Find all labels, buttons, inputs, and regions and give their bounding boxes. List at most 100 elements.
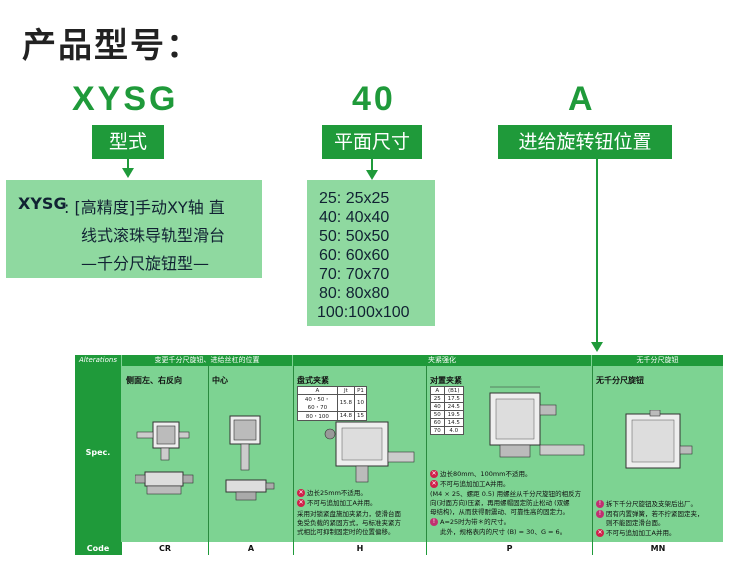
h-table-cell: 14.8 bbox=[336, 411, 356, 421]
size-arrow-line bbox=[371, 159, 373, 171]
position-arrow-line bbox=[596, 159, 598, 344]
p-table-header: (B1) bbox=[443, 386, 465, 395]
group-header-clamp: 夹紧强化 bbox=[293, 355, 591, 366]
mn-note: 则不能固定滑台面。 bbox=[606, 519, 665, 527]
mn-note: !拆下千分尺旋钮及支架后出厂。 bbox=[596, 500, 697, 509]
page-title: 产品型号： bbox=[22, 26, 202, 66]
h-note: 免受负载的紧固方式，与标准夹紧方 bbox=[297, 519, 401, 527]
h-table-cell: 15.8 bbox=[336, 394, 356, 412]
p-table-cell: 40 bbox=[430, 402, 445, 411]
p-note: ✕不可与追加加工A并用。 bbox=[430, 480, 509, 489]
size-item: 60: 60x60 bbox=[319, 247, 390, 264]
col-divider bbox=[208, 366, 209, 542]
h-note: 式相比可抑制固定时的位置偏移。 bbox=[297, 528, 395, 536]
code-a: A bbox=[209, 542, 293, 555]
alterations-header: Alterations bbox=[75, 355, 121, 366]
h-note: 采用对锁紧盘施加夹紧力，使滑台面 bbox=[297, 510, 401, 518]
col-divider bbox=[592, 366, 593, 542]
code-label: Code bbox=[86, 544, 110, 553]
type-desc-line-2: 线式滚珠导轨型滑台 bbox=[81, 226, 226, 245]
h-table-header: A bbox=[297, 386, 338, 395]
type-desc-line-3: —千分尺旋钮型— bbox=[81, 254, 210, 273]
mn-stage-illustration bbox=[625, 410, 693, 469]
p-table-cell: 4.0 bbox=[443, 426, 465, 435]
col-divider bbox=[426, 366, 427, 542]
spec-label: Spec. bbox=[85, 448, 111, 457]
p-note-text: A=25时为带＊的尺寸。 bbox=[440, 518, 511, 526]
col-divider bbox=[293, 366, 294, 542]
size-item: 50: 50x50 bbox=[319, 228, 390, 245]
p-table-header: A bbox=[430, 386, 445, 395]
p-note: !A=25时为带＊的尺寸。 bbox=[430, 518, 510, 527]
a-stage-illustration bbox=[225, 415, 275, 501]
p-note: 母结构)，从而获得耐震动、可靠性高的固定力。 bbox=[430, 508, 570, 516]
mn-note-text: 不可与追加加工A并用。 bbox=[606, 529, 676, 537]
h-note-text: 不可与追加加工A并用。 bbox=[307, 499, 377, 507]
code-p: P bbox=[427, 542, 592, 555]
col-title-p: 对置夹紧 bbox=[430, 376, 462, 385]
prohibited-icon: ✕ bbox=[297, 499, 305, 507]
size-item: 100:100x100 bbox=[317, 304, 410, 321]
prohibited-icon: ✕ bbox=[297, 489, 305, 497]
h-clamp-illustration bbox=[324, 421, 415, 483]
col-title-h: 盘式夹紧 bbox=[297, 376, 329, 385]
p-note: 向(对面方向)压紧，再用螺帽固定防止松动 (双螺 bbox=[430, 499, 570, 507]
prohibited-icon: ✕ bbox=[430, 470, 438, 478]
code-cr: CR bbox=[122, 542, 208, 555]
h-note: ✕边长25mm不适用。 bbox=[297, 489, 367, 498]
size-arrow-head bbox=[366, 170, 378, 180]
p-table-cell: 25 bbox=[430, 394, 445, 403]
caution-icon: ! bbox=[596, 510, 604, 518]
caution-icon: ! bbox=[430, 518, 438, 526]
knob-position-label: 进给旋转钮位置 bbox=[498, 125, 672, 159]
p-note-text: 边长80mm、100mm不适用。 bbox=[440, 470, 532, 478]
p-table-cell: 24.5 bbox=[443, 402, 465, 411]
caution-icon: ! bbox=[596, 500, 604, 508]
p-clamp-illustration bbox=[489, 386, 585, 458]
h-table-cell: 15 bbox=[354, 411, 367, 421]
col-title-a: 中心 bbox=[212, 376, 228, 385]
size-item: 70: 70x70 bbox=[319, 266, 390, 283]
p-table-cell: 50 bbox=[430, 410, 445, 419]
type-arrow-line bbox=[127, 159, 129, 169]
h-note: ✕不可与追加加工A并用。 bbox=[297, 499, 376, 508]
group-header-reposition: 变更千分尺旋钮、进给丝杠的位置 bbox=[122, 355, 292, 366]
code-h: H bbox=[294, 542, 426, 555]
h-table-header: P1 bbox=[354, 386, 367, 395]
type-description-box: XYSG : [高精度]手动XY轴 直 线式滚珠导轨型滑台 —千分尺旋钮型— bbox=[6, 180, 262, 278]
code-mn: MN bbox=[593, 542, 723, 555]
series-code: XYSG bbox=[72, 80, 179, 118]
size-item: 40: 40x40 bbox=[319, 209, 390, 226]
h-note-text: 边长25mm不适用。 bbox=[307, 489, 367, 497]
mn-note: ✕不可与追加加工A并用。 bbox=[596, 529, 675, 538]
p-note: (M4 × 25、螺距 0.5) 用螺丝从千分尺旋钮的相反方 bbox=[430, 490, 582, 498]
p-table-cell: 14.5 bbox=[443, 418, 465, 427]
size-list-box: 25: 25x25 40: 40x40 50: 50x50 60: 60x60 … bbox=[307, 180, 435, 326]
p-table-cell: 19.5 bbox=[443, 410, 465, 419]
p-table-cell: 70 bbox=[430, 426, 445, 435]
type-label: 型式 bbox=[92, 125, 164, 159]
p-note: ✕边长80mm、100mm不适用。 bbox=[430, 470, 532, 479]
size-code: 40 bbox=[352, 80, 396, 118]
position-arrow-head bbox=[591, 342, 603, 352]
prohibited-icon: ✕ bbox=[596, 529, 604, 537]
p-note-text: 不可与追加加工A并用。 bbox=[440, 480, 510, 488]
size-item: 25: 25x25 bbox=[319, 190, 390, 207]
h-table-cell: 40・50・60・70 bbox=[297, 394, 338, 412]
type-desc-line-1: : [高精度]手动XY轴 直 bbox=[64, 198, 225, 217]
p-table-cell: 17.5 bbox=[443, 394, 465, 403]
prohibited-icon: ✕ bbox=[430, 480, 438, 488]
h-table-header: Jt bbox=[336, 386, 356, 395]
group-header-no-knob: 无千分尺旋钮 bbox=[592, 355, 723, 366]
h-table-cell: 10 bbox=[354, 394, 367, 412]
mn-note-text: 拆下千分尺旋钮及支架后出厂。 bbox=[606, 500, 697, 508]
type-prefix: XYSG bbox=[18, 194, 67, 213]
cr-stage-illustration bbox=[135, 421, 194, 495]
mn-note-text: 因有内置弹簧，若不拧紧固定夹， bbox=[606, 510, 704, 518]
p-note: 此外，规格表内的尺寸 (B) = 30、G = 6。 bbox=[440, 528, 567, 536]
p-table-cell: 60 bbox=[430, 418, 445, 427]
position-code: A bbox=[568, 80, 596, 118]
type-arrow-head bbox=[122, 168, 134, 178]
